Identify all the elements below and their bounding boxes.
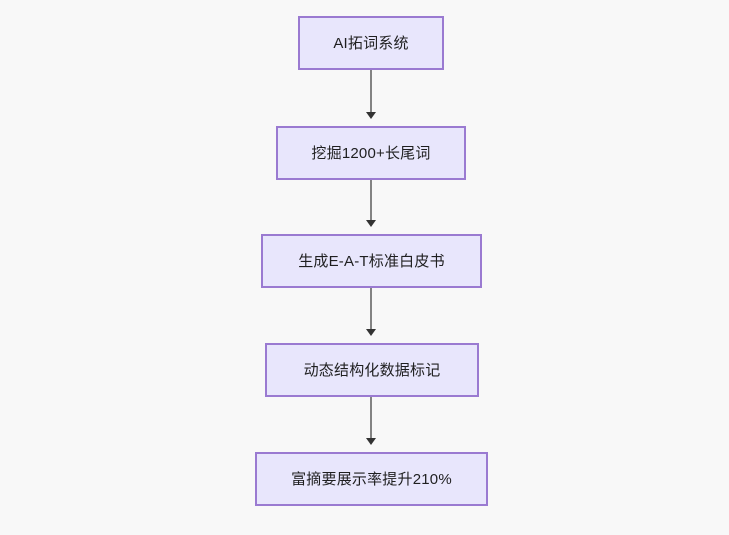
flow-edge-3-line — [370, 288, 372, 329]
flow-node-label: 生成E-A-T标准白皮书 — [298, 252, 445, 270]
flow-edge-4-line — [370, 397, 372, 438]
flow-edge-2-line — [370, 180, 372, 220]
flow-edge-3-arrowhead — [366, 329, 376, 336]
flow-node-label: AI拓词系统 — [333, 34, 409, 52]
flow-edge-1-line — [370, 70, 372, 112]
flow-node-label: 挖掘1200+长尾词 — [311, 144, 431, 162]
flow-node-mine-longtail-keywords[interactable]: 挖掘1200+长尾词 — [276, 126, 466, 180]
flow-node-generate-eat-whitepaper[interactable]: 生成E-A-T标准白皮书 — [261, 234, 482, 288]
flow-node-ai-keyword-system[interactable]: AI拓词系统 — [298, 16, 444, 70]
flow-node-rich-snippet-impression-lift[interactable]: 富摘要展示率提升210% — [255, 452, 488, 506]
flow-node-label: 动态结构化数据标记 — [303, 361, 441, 379]
flow-node-label: 富摘要展示率提升210% — [291, 470, 452, 488]
flow-node-dynamic-structured-data-markup[interactable]: 动态结构化数据标记 — [265, 343, 479, 397]
flow-edge-1-arrowhead — [366, 112, 376, 119]
flow-edge-4-arrowhead — [366, 438, 376, 445]
flow-edge-2-arrowhead — [366, 220, 376, 227]
